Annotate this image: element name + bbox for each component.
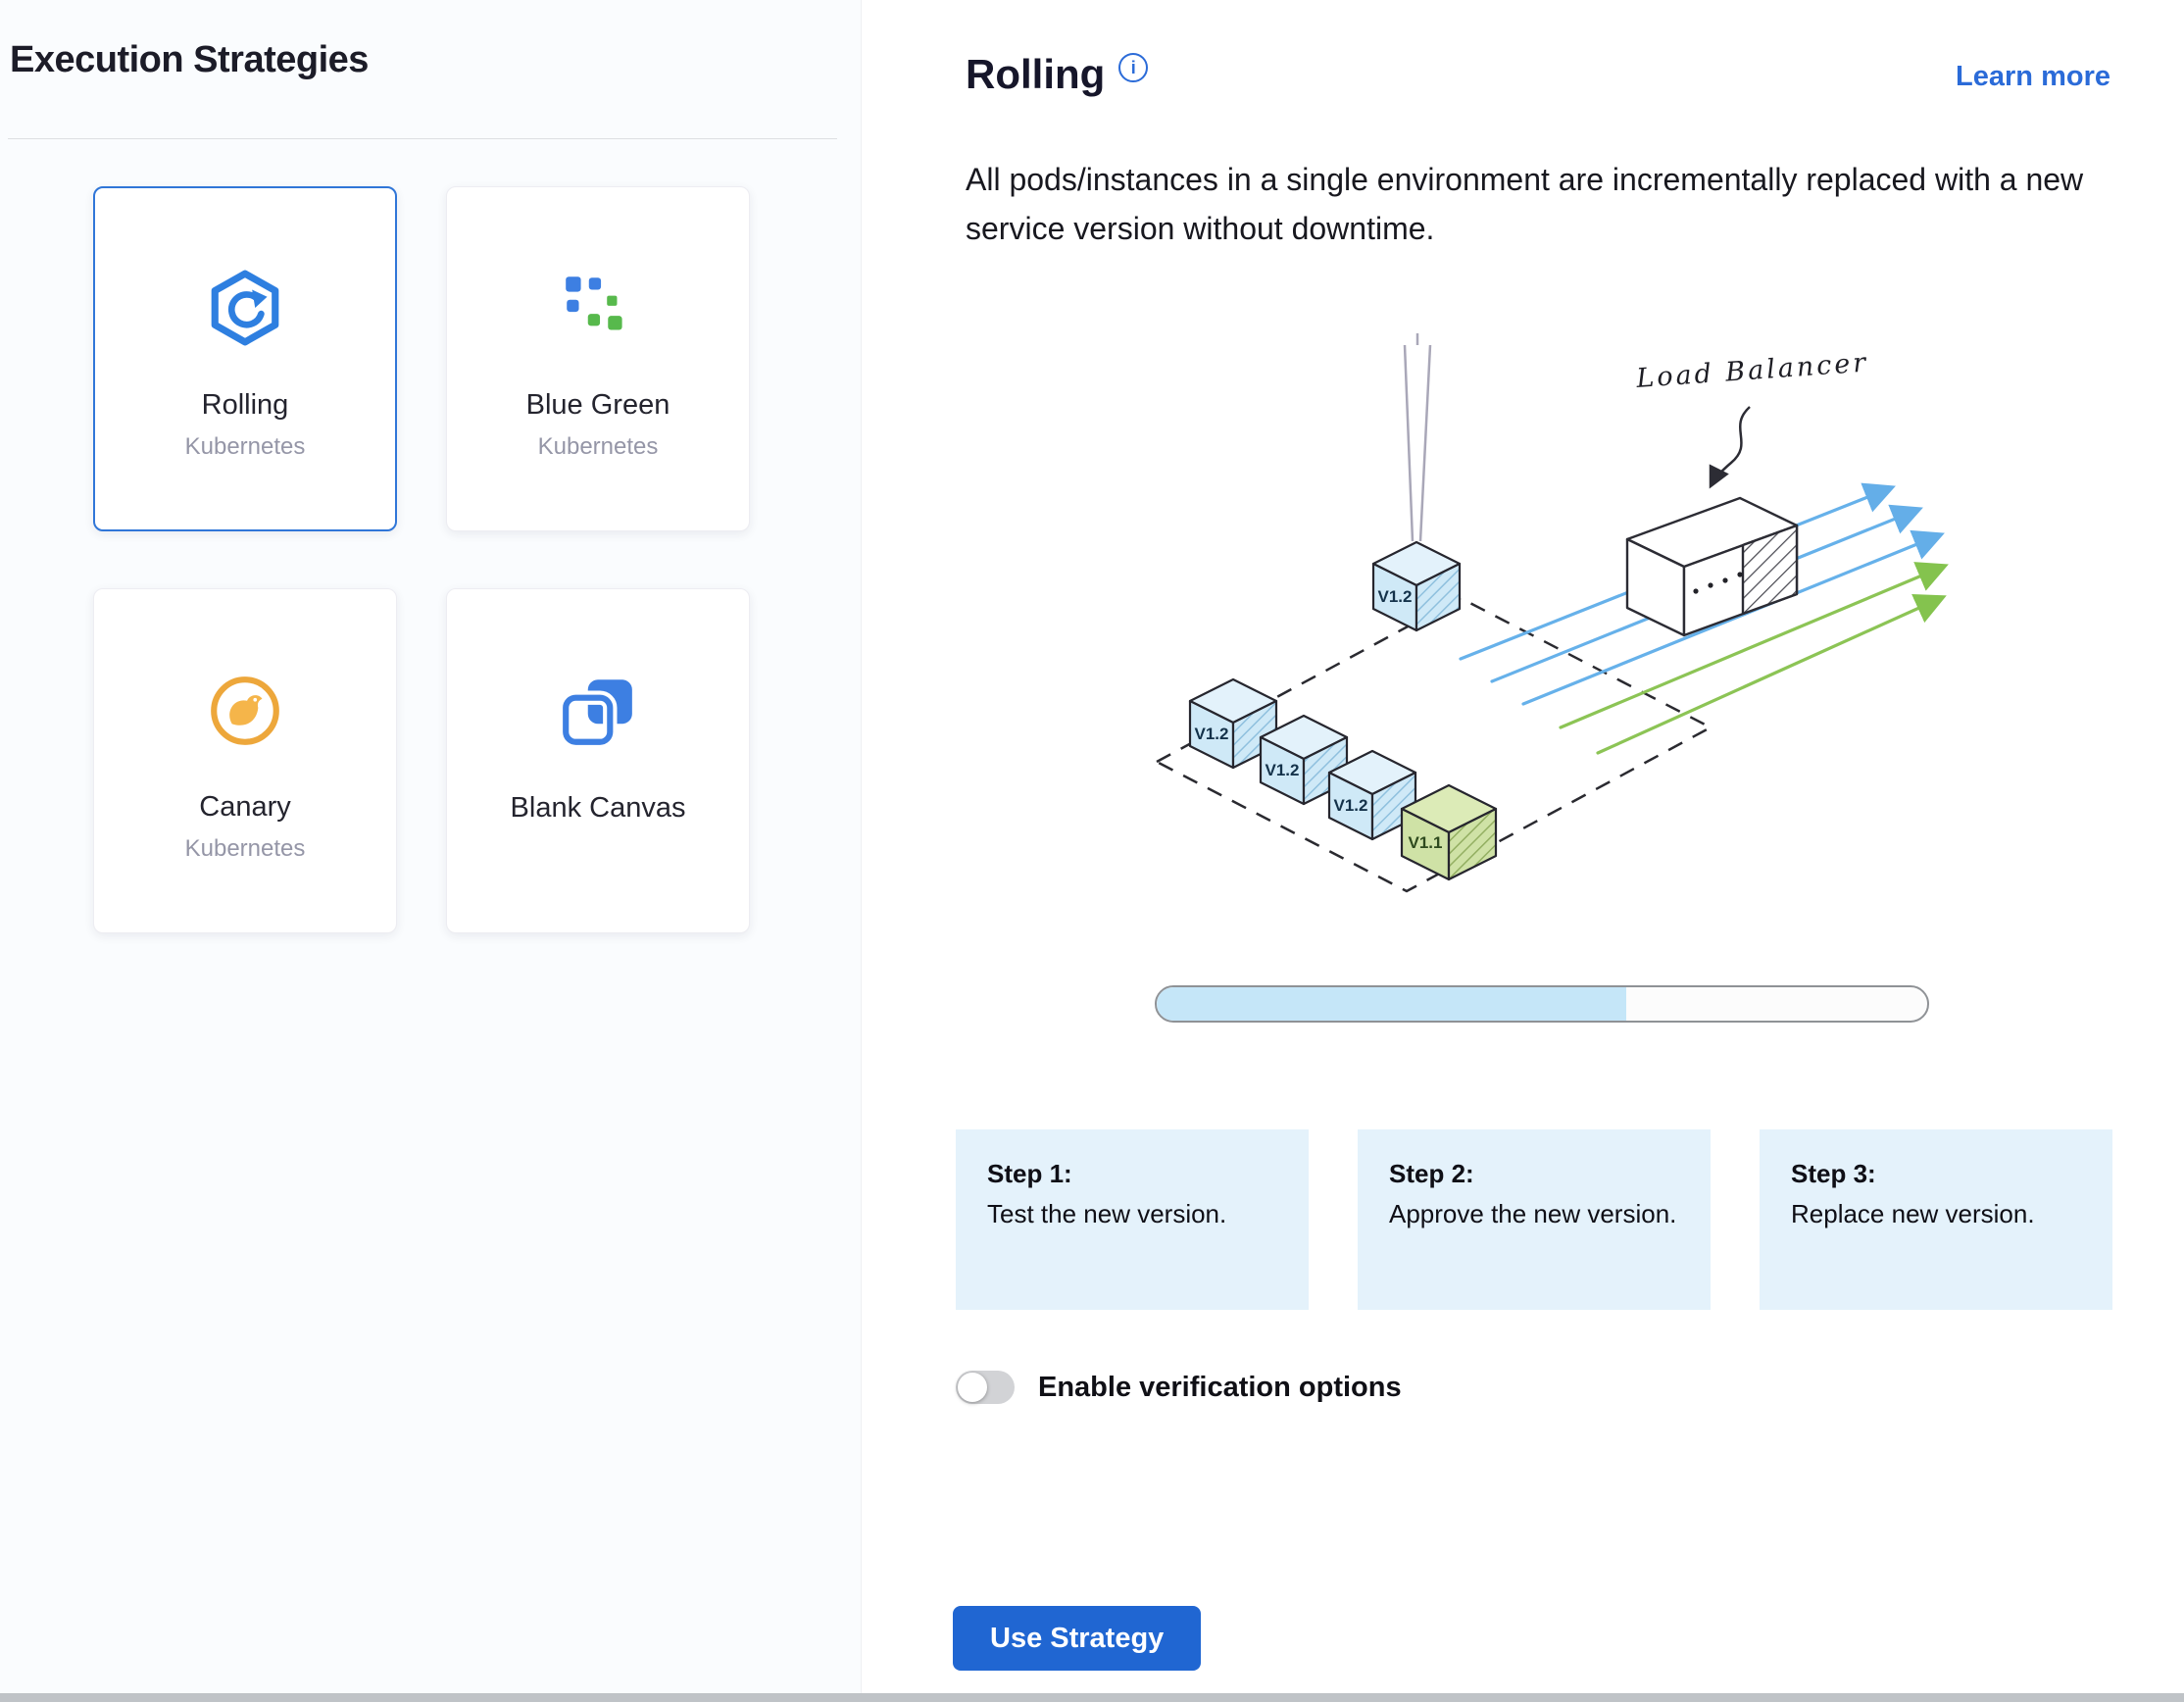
blue-green-icon bbox=[547, 258, 649, 360]
pod-label: V1.1 bbox=[1409, 833, 1443, 852]
steps-row: Step 1: Test the new version. Step 2: Ap… bbox=[956, 1129, 2112, 1310]
window-bottom-edge bbox=[0, 1693, 2184, 1702]
verification-toggle-row: Enable verification options bbox=[956, 1371, 1402, 1404]
progress-fill bbox=[1157, 987, 1627, 1021]
card-sublabel: Kubernetes bbox=[537, 432, 659, 460]
step-card-3: Step 3: Replace new version. bbox=[1760, 1129, 2112, 1310]
environment-boundary bbox=[1154, 596, 1713, 893]
step-card-1: Step 1: Test the new version. bbox=[956, 1129, 1309, 1310]
canary-icon bbox=[194, 660, 296, 762]
pod-label: V1.2 bbox=[1378, 587, 1413, 606]
strategy-detail-panel: Rolling i Learn more All pods/instances … bbox=[862, 0, 2184, 1702]
load-balancer-label: Load Balancer bbox=[1634, 348, 1869, 395]
card-sublabel: Kubernetes bbox=[184, 834, 306, 862]
pod-label: V1.2 bbox=[1195, 725, 1229, 743]
step-card-2: Step 2: Approve the new version. bbox=[1358, 1129, 1711, 1310]
pod-cube-old bbox=[1400, 783, 1498, 881]
strategy-card-canary[interactable]: Canary Kubernetes bbox=[93, 588, 397, 933]
card-label: Blue Green bbox=[525, 388, 670, 421]
strategy-card-rolling[interactable]: Rolling Kubernetes bbox=[93, 186, 397, 531]
strategy-card-blue-green[interactable]: Blue Green Kubernetes bbox=[446, 186, 750, 531]
card-sublabel: Kubernetes bbox=[184, 432, 306, 460]
load-balancer-box bbox=[1625, 496, 1799, 637]
detail-title-text: Rolling bbox=[966, 51, 1106, 97]
step-text: Replace new version. bbox=[1791, 1199, 2035, 1228]
verification-toggle-label: Enable verification options bbox=[1038, 1371, 1402, 1403]
card-label: Canary bbox=[199, 790, 291, 823]
detail-title: Rolling i bbox=[966, 51, 1149, 98]
rollout-progress-bar bbox=[1155, 985, 1929, 1023]
toggle-knob bbox=[958, 1373, 987, 1402]
pod-label: V1.2 bbox=[1266, 761, 1300, 779]
strategy-card-blank-canvas[interactable]: Blank Canvas bbox=[446, 588, 750, 933]
pod-label: V1.2 bbox=[1334, 796, 1368, 815]
execution-strategies-panel: Execution Strategies Rolling Kubernetes bbox=[0, 0, 862, 1702]
blank-canvas-icon bbox=[547, 661, 649, 763]
panel-divider bbox=[8, 138, 837, 139]
pod-cube-incoming bbox=[1371, 540, 1462, 632]
rolling-icon bbox=[194, 258, 296, 360]
step-title: Step 1: bbox=[987, 1159, 1072, 1188]
verification-toggle[interactable] bbox=[956, 1371, 1015, 1404]
learn-more-link[interactable]: Learn more bbox=[1956, 61, 2110, 92]
card-label: Blank Canvas bbox=[510, 791, 686, 824]
strategy-description: All pods/instances in a single environme… bbox=[966, 162, 2084, 246]
strategy-cards-grid: Rolling Kubernetes Blue Green Kubernetes bbox=[93, 186, 750, 933]
pod-cube-new-1 bbox=[1188, 677, 1278, 770]
step-text: Approve the new version. bbox=[1389, 1199, 1677, 1228]
panel-title: Execution Strategies bbox=[10, 39, 369, 80]
info-icon[interactable]: i bbox=[1118, 53, 1149, 82]
crane-lines bbox=[1403, 333, 1432, 542]
step-title: Step 2: bbox=[1389, 1159, 1474, 1188]
step-title: Step 3: bbox=[1791, 1159, 1876, 1188]
use-strategy-button[interactable]: Use Strategy bbox=[953, 1606, 1202, 1671]
card-label: Rolling bbox=[201, 388, 289, 421]
load-balancer-ports bbox=[1693, 572, 1743, 594]
rolling-illustration: Load Balancer bbox=[1154, 333, 1949, 893]
label-pointer-arrow bbox=[1709, 406, 1751, 489]
step-text: Test the new version. bbox=[987, 1199, 1227, 1228]
